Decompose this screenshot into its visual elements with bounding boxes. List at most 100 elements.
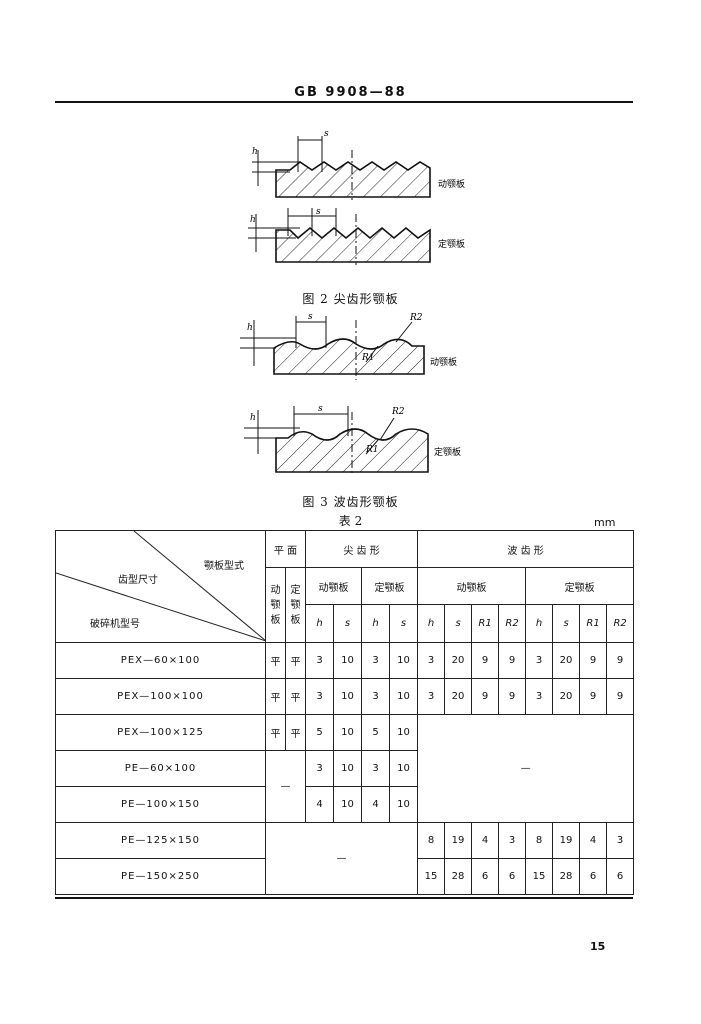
value-cell: 10 [333, 786, 362, 823]
value-cell: 28 [552, 858, 581, 895]
value-cell: 10 [333, 678, 362, 715]
figures-drawing: h s 动颚板 h s 定颚板 h s R1 R2 动颚板 h s R1 R2 … [240, 129, 465, 474]
value-cell: 9 [606, 678, 635, 715]
value-cell: 10 [333, 642, 362, 679]
subgroup-wave-fixed: 定颚板 [525, 567, 635, 605]
flat-moving-cell: 平 [265, 678, 286, 715]
flat-fixed-cell: 平 [285, 714, 306, 751]
value-cell: 15 [417, 858, 446, 895]
value-cell: 20 [552, 678, 581, 715]
figure3-caption: 图 3 波齿形颚板 [302, 495, 399, 509]
value-cell: 6 [471, 858, 500, 895]
value-cell: 10 [388, 642, 419, 679]
fig3-fixed-h-label: h [250, 413, 256, 423]
fig3-fixed-r2-label: R2 [391, 407, 405, 417]
flat-dash-cell: — [265, 750, 306, 823]
model-cell: PE—60×100 [55, 750, 266, 787]
col-r1: R1 [579, 604, 608, 643]
subgroup-sharp-moving: 动颚板 [305, 567, 362, 605]
table-row: PEX—100×125 平 平 5 10 5 10 — [55, 714, 635, 823]
value-cell: 10 [388, 750, 419, 787]
col-h: h [417, 604, 446, 643]
table-corner-header: 颚板型式 齿型尺寸 破碎机型号 [55, 530, 266, 643]
value-cell: 3 [417, 678, 446, 715]
col-s: s [333, 604, 362, 643]
table-row: PEX—100×100 平 平 3 10 3 10 3 20 9 9 3 20 … [55, 678, 635, 715]
fig2-moving-s-label: s [324, 129, 329, 139]
flat-fixed-cell: 平 [285, 678, 306, 715]
fig3-moving-s-label: s [308, 312, 313, 322]
col-h: h [361, 604, 390, 643]
fig3-moving-r1-label: R1 [361, 353, 375, 363]
value-cell: 9 [579, 642, 608, 679]
table-row: PE—125×150 — 8 19 4 3 8 19 4 3 [55, 822, 635, 895]
value-cell: 3 [525, 678, 554, 715]
group-flat: 平 面 [265, 530, 306, 568]
value-cell: 3 [498, 822, 527, 859]
value-cell: 3 [361, 642, 390, 679]
col-s: s [552, 604, 581, 643]
value-cell: 4 [471, 822, 500, 859]
value-cell: 8 [417, 822, 446, 859]
table-row: PE—100×150 4 10 4 10 [55, 786, 634, 823]
corner-diagonals [56, 531, 266, 641]
value-cell: 9 [498, 678, 527, 715]
table-caption: 表 2 [338, 514, 363, 528]
table-row: PEX—60×100 平 平 3 10 3 10 3 20 9 9 3 20 9… [55, 642, 635, 679]
flat-sharp-dash-cell: — [264, 822, 419, 895]
wave-dash-cell: — [417, 714, 635, 823]
col-r2: R2 [606, 604, 635, 643]
value-cell: 4 [361, 786, 390, 823]
value-cell: 20 [444, 642, 473, 679]
fig3-fixed-s-label: s [318, 404, 323, 414]
table-row: PE—150×250 15 28 6 6 15 28 6 6 [55, 858, 635, 895]
value-cell: 3 [417, 642, 446, 679]
col-s: s [388, 604, 419, 643]
subgroup-flat-moving: 动颚板 [265, 567, 286, 643]
value-cell: 6 [579, 858, 608, 895]
fig3-fixed-label: 定颚板 [434, 446, 461, 458]
flat-moving-cell: 平 [265, 714, 286, 751]
standard-code: GB 9908—88 [294, 85, 407, 100]
corner-plate-form: 颚板型式 [204, 561, 244, 572]
col-r1: R1 [471, 604, 500, 643]
value-cell: 3 [525, 642, 554, 679]
value-cell: 4 [305, 786, 334, 823]
table-bottom-rule [55, 897, 633, 899]
value-cell: 9 [606, 642, 635, 679]
value-cell: 9 [471, 678, 500, 715]
value-cell: 10 [388, 714, 419, 751]
fig2-fixed-s-label: s [316, 207, 321, 217]
model-cell: PE—100×150 [55, 786, 266, 823]
figure2-caption: 图 2 尖齿形颚板 [302, 292, 399, 306]
col-r2: R2 [498, 604, 527, 643]
value-cell: 20 [444, 678, 473, 715]
table-row: PE—60×100 — 3 10 3 10 [55, 750, 634, 823]
fig2-moving-label: 动颚板 [438, 178, 465, 190]
value-cell: 6 [606, 858, 635, 895]
col-h: h [525, 604, 554, 643]
value-cell: 6 [498, 858, 527, 895]
col-s: s [444, 604, 473, 643]
group-sharp: 尖 齿 形 [304, 530, 419, 568]
value-cell: 19 [444, 822, 473, 859]
value-cell: 28 [444, 858, 473, 895]
value-cell: 3 [606, 822, 635, 859]
spec-table: 颚板型式 齿型尺寸 破碎机型号 平 面 尖 齿 形 波 齿 形 动颚板 定颚板 … [55, 530, 635, 895]
corner-crusher-model: 破碎机型号 [90, 619, 140, 630]
fig3-moving-r2-label: R2 [409, 313, 423, 323]
value-cell: 5 [361, 714, 390, 751]
model-cell: PE—125×150 [55, 822, 266, 859]
value-cell: 8 [525, 822, 554, 859]
model-cell: PEX—100×125 [55, 714, 266, 751]
model-cell: PEX—60×100 [55, 642, 266, 679]
model-cell: PEX—100×100 [55, 678, 266, 715]
value-cell: 3 [361, 750, 390, 787]
fig3-moving-h-label: h [247, 323, 253, 333]
fig2-fixed-plate [275, 226, 431, 263]
group-wave: 波 齿 形 [417, 530, 635, 568]
value-cell: 20 [552, 642, 581, 679]
subgroup-wave-moving: 动颚板 [417, 567, 527, 605]
model-cell: PE—150×250 [55, 858, 266, 895]
value-cell: 9 [498, 642, 527, 679]
